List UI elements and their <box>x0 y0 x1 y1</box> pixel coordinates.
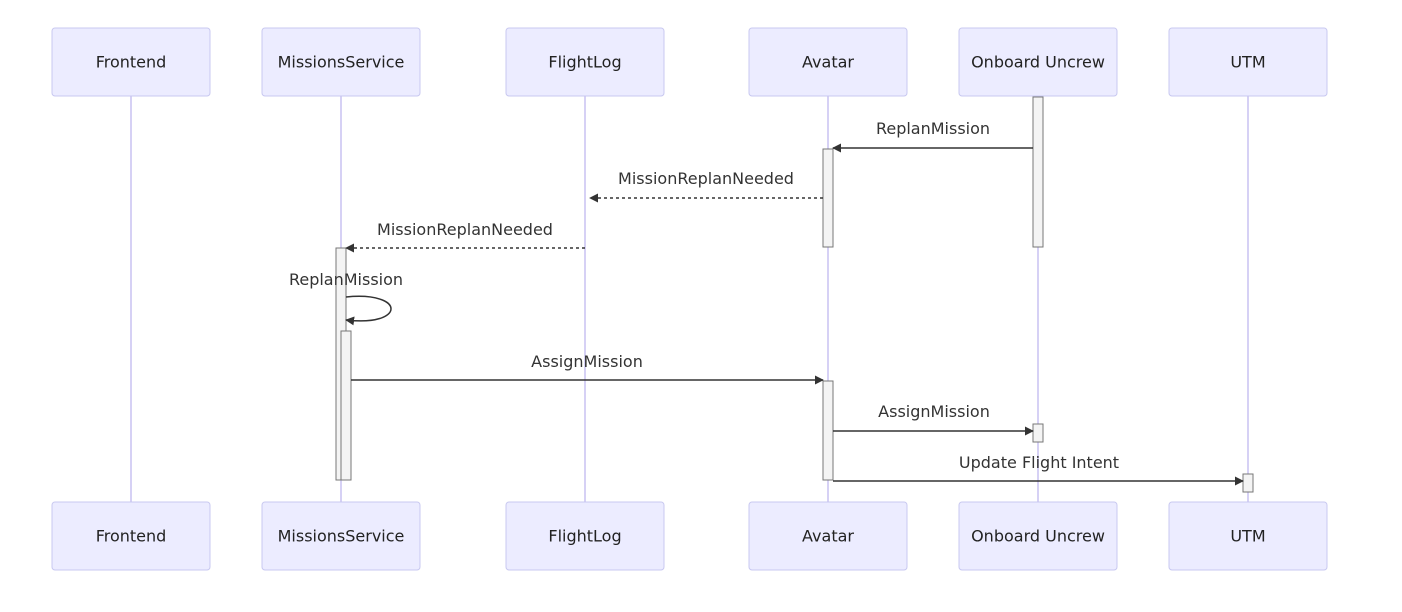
message-arrow <box>345 295 392 326</box>
actor-label: Frontend <box>96 53 167 72</box>
actor-box <box>505 27 665 97</box>
actor-bottom-utm: UTM <box>1168 501 1328 571</box>
actor-box <box>748 27 908 97</box>
actor-bottom-onboard: Onboard Uncrew <box>958 501 1118 571</box>
message-3: MissionReplanNeeded <box>345 220 585 253</box>
actor-top-onboard: Onboard Uncrew <box>958 27 1118 97</box>
actor-label: Avatar <box>802 53 854 72</box>
actor-box <box>261 501 421 571</box>
message-label: Update Flight Intent <box>959 453 1119 472</box>
actor-label: Frontend <box>96 527 167 546</box>
actor-label: MissionsService <box>278 527 405 546</box>
actor-top-frontend: Frontend <box>51 27 211 97</box>
actor-box <box>51 27 211 97</box>
actor-label: FlightLog <box>548 53 621 72</box>
message-label: AssignMission <box>878 402 990 421</box>
actor-box <box>51 501 211 571</box>
activation-onboard-2 <box>1032 423 1044 443</box>
activation-bars <box>335 96 1254 493</box>
actor-box <box>505 501 665 571</box>
actor-box <box>958 501 1118 571</box>
message-label: AssignMission <box>531 352 643 371</box>
actor-label: Onboard Uncrew <box>971 53 1105 72</box>
actor-box <box>748 501 908 571</box>
actor-box <box>261 27 421 97</box>
activation-onboard-1 <box>1032 96 1044 248</box>
actor-bottom-flightlog: FlightLog <box>505 501 665 571</box>
actors-bottom: Frontend MissionsService FlightLog Avatar On… <box>51 501 1328 571</box>
actor-top-missions: MissionsService <box>261 27 421 97</box>
actors-top: Frontend MissionsService FlightLog Avatar On… <box>51 27 1328 97</box>
actor-top-avatar: Avatar <box>748 27 908 97</box>
actor-label: FlightLog <box>548 527 621 546</box>
message-4: ReplanMission <box>289 270 403 326</box>
actor-bottom-frontend: Frontend <box>51 501 211 571</box>
actor-label: UTM <box>1230 53 1265 72</box>
actor-label: MissionsService <box>278 53 405 72</box>
message-1: ReplanMission <box>832 119 1033 153</box>
message-label: MissionReplanNeeded <box>377 220 553 239</box>
actor-box <box>1168 501 1328 571</box>
actor-bottom-missions: MissionsService <box>261 501 421 571</box>
message-5: AssignMission <box>351 352 824 385</box>
activation-utm-1 <box>1242 473 1254 493</box>
message-7: Update Flight Intent <box>833 453 1244 486</box>
actor-label: UTM <box>1230 527 1265 546</box>
message-2: MissionReplanNeeded <box>589 169 823 203</box>
message-6: AssignMission <box>833 402 1034 436</box>
actor-label: Onboard Uncrew <box>971 527 1105 546</box>
actor-box <box>1168 27 1328 97</box>
messages: ReplanMissionMissionReplanNeededMissionR… <box>289 119 1244 486</box>
activation-missions-2 <box>340 330 352 481</box>
activation-avatar-2 <box>822 380 834 481</box>
actor-top-utm: UTM <box>1168 27 1328 97</box>
activation-avatar-1 <box>822 148 834 248</box>
actor-label: Avatar <box>802 527 854 546</box>
message-label: ReplanMission <box>289 270 403 289</box>
message-label: MissionReplanNeeded <box>618 169 794 188</box>
actor-box <box>958 27 1118 97</box>
actor-top-flightlog: FlightLog <box>505 27 665 97</box>
actor-bottom-avatar: Avatar <box>748 501 908 571</box>
message-label: ReplanMission <box>876 119 990 138</box>
lifelines <box>130 96 1249 502</box>
